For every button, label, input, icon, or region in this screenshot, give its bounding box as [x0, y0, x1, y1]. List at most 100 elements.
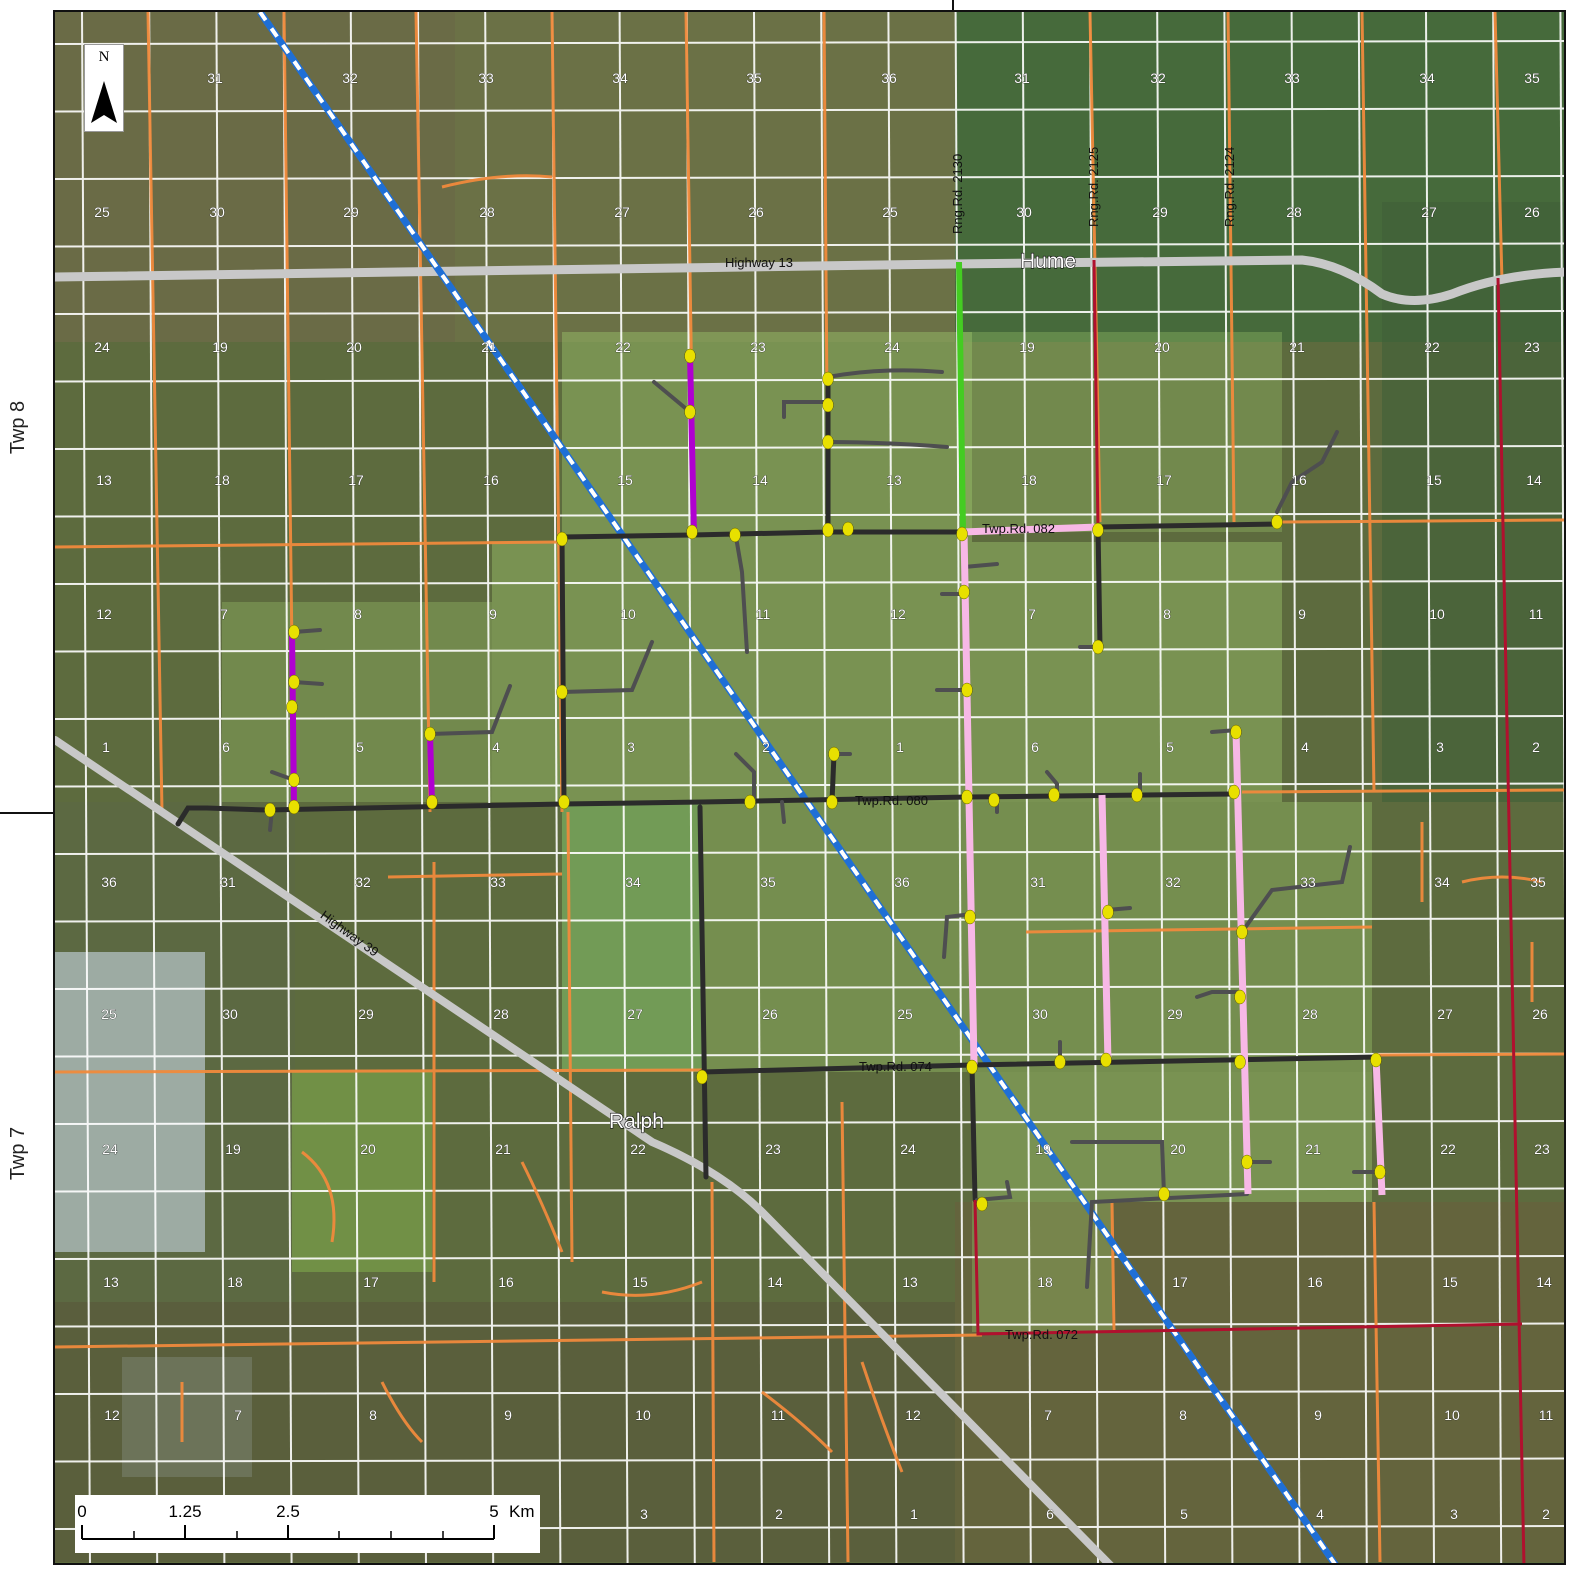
section-number: 23: [1524, 339, 1540, 355]
section-number: 35: [760, 874, 776, 890]
section-number: 19: [225, 1141, 241, 1157]
route-node-marker: [558, 794, 570, 810]
route-node-marker: [264, 802, 276, 818]
section-number: 9: [489, 606, 497, 622]
section-number: 8: [354, 606, 362, 622]
road-label-twp-rd-074: Twp.Rd. 074: [859, 1059, 932, 1074]
route-node-marker: [556, 531, 568, 547]
section-number: 13: [886, 472, 902, 488]
section-number: 19: [212, 339, 228, 355]
section-number: 15: [632, 1274, 648, 1290]
highway-label-13: Highway 13: [725, 255, 793, 270]
section-number: 10: [635, 1407, 651, 1423]
section-number: 28: [1286, 204, 1302, 220]
section-number: 17: [348, 472, 364, 488]
route-node-marker: [1230, 724, 1242, 740]
section-number: 4: [492, 739, 500, 755]
section-number: 6: [222, 739, 230, 755]
section-number: 30: [1032, 1006, 1048, 1022]
section-number: 1: [910, 1506, 918, 1522]
section-number: 12: [890, 606, 906, 622]
section-number: 22: [615, 339, 631, 355]
section-number: 30: [222, 1006, 238, 1022]
section-number: 15: [1426, 472, 1442, 488]
section-number: 20: [360, 1141, 376, 1157]
route-node-marker: [1054, 1054, 1066, 1070]
route-node-marker: [696, 1069, 708, 1085]
section-number: 2: [1532, 739, 1540, 755]
section-number: 28: [1302, 1006, 1318, 1022]
section-number: 13: [103, 1274, 119, 1290]
section-number: 27: [614, 204, 630, 220]
map-canvas[interactable]: Highway 13 Highway 39: [53, 10, 1566, 1565]
section-number: 3: [640, 1506, 648, 1522]
section-number: 31: [207, 70, 223, 86]
section-number: 20: [1154, 339, 1170, 355]
highways: [55, 255, 1564, 1563]
section-number: 22: [630, 1141, 646, 1157]
section-number: 3: [1436, 739, 1444, 755]
section-number: 32: [342, 70, 358, 86]
route-node-marker: [729, 527, 741, 543]
section-number: 16: [483, 472, 499, 488]
section-number: 24: [102, 1141, 118, 1157]
section-number: 25: [897, 1006, 913, 1022]
section-number: 21: [481, 339, 497, 355]
proposed-route-red: [973, 259, 1526, 1563]
section-number: 34: [1419, 70, 1435, 86]
scale-tick-5: 5: [489, 1502, 498, 1521]
scale-tick-2-5: 2.5: [276, 1502, 300, 1521]
section-number: 11: [1539, 1407, 1554, 1423]
road-labels: Rng.Rd. 2130 Rng.Rd. 2125 Rng.Rd. 2124 T…: [855, 147, 1237, 1342]
section-number: 26: [748, 204, 764, 220]
local-roads: [55, 12, 1564, 1563]
section-number: 2: [762, 739, 770, 755]
route-node-marker: [1158, 1186, 1170, 1202]
section-number: 35: [746, 70, 762, 86]
section-number: 25: [882, 204, 898, 220]
section-number: 9: [1298, 606, 1306, 622]
road-label-twp-rd-072: Twp.Rd. 072: [1005, 1327, 1078, 1342]
route-node-marker: [822, 522, 834, 538]
section-number: 24: [884, 339, 900, 355]
route-node-marker: [288, 674, 300, 690]
section-number: 33: [490, 874, 506, 890]
section-number: 27: [1421, 204, 1437, 220]
section-number: 14: [1526, 472, 1542, 488]
section-number: 16: [1291, 472, 1307, 488]
section-number: 15: [617, 472, 633, 488]
route-node-marker: [822, 397, 834, 413]
section-number: 7: [234, 1407, 242, 1423]
route-node-marker: [1228, 784, 1240, 800]
route-node-marker: [826, 794, 838, 810]
section-number: 1: [102, 739, 110, 755]
section-number: 18: [1021, 472, 1037, 488]
route-node-marker: [961, 789, 973, 805]
section-number: 28: [479, 204, 495, 220]
section-number: 19: [1035, 1141, 1051, 1157]
section-number: 12: [905, 1407, 921, 1423]
route-node-marker: [1102, 904, 1114, 920]
section-number: 10: [1429, 606, 1445, 622]
place-labels: Hume Ralph: [608, 249, 1076, 1133]
section-number: 36: [101, 874, 117, 890]
section-number: 32: [1150, 70, 1166, 86]
township-label-twp8: Twp 8: [7, 400, 30, 455]
route-node-marker: [288, 799, 300, 815]
section-number: 6: [1031, 739, 1039, 755]
route-node-marker: [1100, 1052, 1112, 1068]
section-number: 26: [1524, 204, 1540, 220]
section-number: 5: [1166, 739, 1174, 755]
route-node-marker: [424, 726, 436, 742]
proposed-route-green: [956, 261, 966, 533]
section-number: 33: [1284, 70, 1300, 86]
section-number: 13: [902, 1274, 918, 1290]
section-number: 18: [227, 1274, 243, 1290]
section-number: 29: [1152, 204, 1168, 220]
route-node-marker: [822, 371, 834, 387]
section-number: 27: [627, 1006, 643, 1022]
section-number: 3: [627, 739, 635, 755]
route-node-marker: [964, 909, 976, 925]
